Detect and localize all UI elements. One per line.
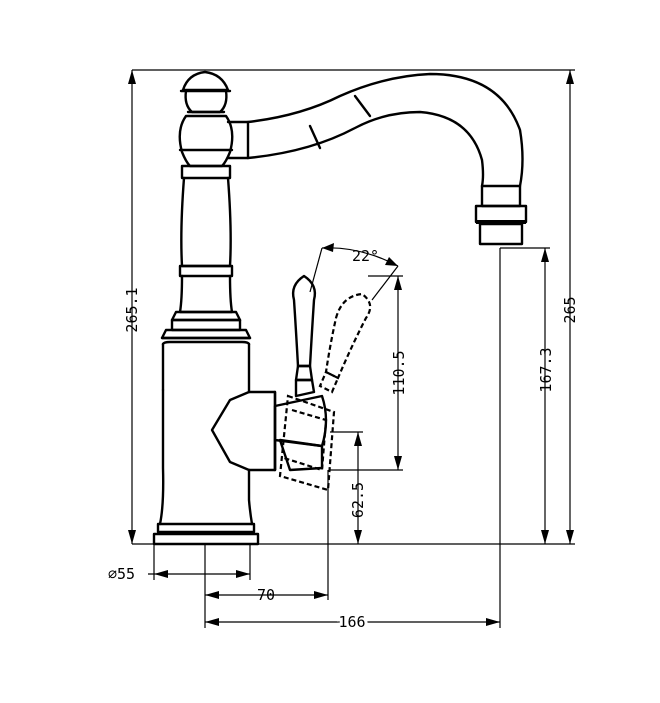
dim-lever-height: 110.5 <box>330 275 408 471</box>
dim-overall-height: 265.1 <box>123 69 205 545</box>
dim-label-lever-reach: 70 <box>257 586 275 604</box>
dim-lever-reach: 70 <box>204 470 329 628</box>
dim-label-lever-height: 110.5 <box>390 350 408 395</box>
dim-label-spout-reach: 166 <box>338 613 365 631</box>
dim-label-base-diameter: ⌀55 <box>108 565 135 583</box>
dim-label-handle-axis-height: 62.5 <box>349 482 367 518</box>
dim-label-overall-height: 265.1 <box>123 287 141 332</box>
faucet-outline <box>152 70 328 546</box>
dim-spout-reach: 166 <box>205 248 501 634</box>
lever-handle <box>291 274 317 398</box>
dim-spout-clearance: 167.3 <box>500 247 555 544</box>
dim-label-lever-angle: 22° <box>352 247 379 265</box>
dim-base-diameter: ⌀55 <box>108 544 251 583</box>
dim-label-spout-height: 265 <box>561 296 579 323</box>
dim-handle-axis-height: 62.5 <box>330 431 367 544</box>
dim-spout-height: 265 <box>205 69 579 545</box>
dim-label-spout-clearance: 167.3 <box>537 347 555 392</box>
spout-outline <box>226 72 528 246</box>
lever-handle-open-position <box>278 292 372 492</box>
dim-lever-angle: 22° <box>309 243 399 301</box>
